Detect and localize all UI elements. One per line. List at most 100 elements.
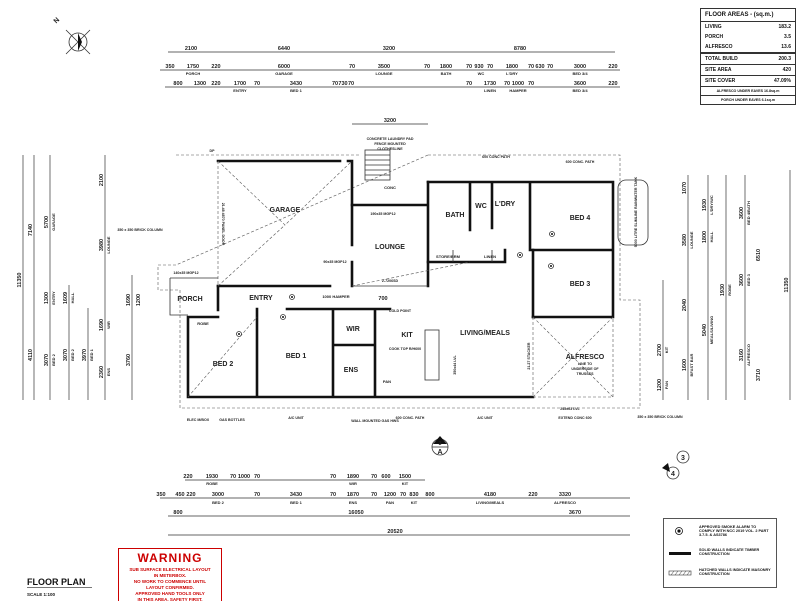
bottom-dims-row2-labels-1: BED 1 xyxy=(290,500,303,505)
top-dims-lounge-top: 3200 xyxy=(384,118,396,124)
bottom-dims-row2-13: 4180 xyxy=(484,492,496,498)
top-dims-row1-0: 350 xyxy=(165,64,174,70)
bottom-dims-row1-labels-0: ROBE xyxy=(206,481,218,486)
warning-line: LAYOUT CONFIRMED. xyxy=(146,585,194,590)
site-area-label: SITE AREA xyxy=(705,67,732,73)
annotations: CONCRETE LAUNDRY PAD FENCE MOUNTED CLOTH… xyxy=(117,137,683,423)
page-title: FLOOR PLAN xyxy=(27,577,92,588)
top-dims-row2-1: 1300 xyxy=(194,81,206,87)
left-dims-22: 3760 xyxy=(126,354,132,366)
top-dims-row1-labels-2: LOUNGE xyxy=(375,71,392,76)
right-dims-3: 1930 xyxy=(702,199,708,211)
total-value: 200.3 xyxy=(778,56,791,62)
section-markers-b1: 3 xyxy=(681,455,685,462)
rooms-robe: ROBE xyxy=(197,321,209,326)
right-dims-12: 3600 xyxy=(739,274,745,286)
rooms-alfresco-note3: TRUSSES xyxy=(577,372,595,376)
top-dims-row1-6: 70 xyxy=(424,64,430,70)
solid-wall-icon xyxy=(669,552,691,555)
walls xyxy=(169,149,649,399)
smoke-alarm-icon xyxy=(675,527,683,535)
right-dims-15: 2700 xyxy=(657,344,663,356)
notes-panel-door: 21.48 4870 PANEL DOOR xyxy=(221,203,225,246)
bottom-dims-row2-12: 800 xyxy=(425,492,434,498)
room-bed2: BED 2 xyxy=(213,361,234,368)
legend-smoke-alarm: APPROVED SMOKE ALARM TO COMPLY WITH NCC … xyxy=(699,525,769,537)
porch-eaves-note: PORCH UNDER EAVES 6.1sq.m xyxy=(720,98,776,102)
bottom-dims-row1-0: 220 xyxy=(183,474,192,480)
right-dims-25: 3710 xyxy=(756,369,762,381)
top-dims-row2-6: 70 xyxy=(332,81,338,87)
top-dims-row2-7: 730 xyxy=(338,81,347,87)
left-dims-2: 4110 xyxy=(28,349,34,361)
left-dims-20: 2360 xyxy=(99,366,105,378)
top-dims-row1-13: 630 xyxy=(535,64,544,70)
bottom-dims-row3-0: 800 xyxy=(173,510,182,516)
notes-ac2: A/C UNIT xyxy=(477,416,493,420)
top-dims-row1-9: 930 xyxy=(474,64,483,70)
bottom-dimensions: 220 1930 70 1000 70 70 1890 70 600 1500 … xyxy=(156,474,630,536)
rooms-alfresco-note2: UNDERSIDE OF xyxy=(571,367,599,371)
top-dims-row2-0: 800 xyxy=(173,81,182,87)
left-dims-17: LOUNGE xyxy=(106,236,111,253)
bottom-dims-row2-labels-2: ENS xyxy=(349,500,358,505)
top-dims-row2-3: 1700 xyxy=(234,81,246,87)
north-arrow-icon: N xyxy=(53,17,91,55)
right-dims-1: 3580 xyxy=(682,234,688,246)
right-dims-0: 1070 xyxy=(682,182,688,194)
right-dims-16: KIT xyxy=(664,346,669,353)
top-dims-row2-labels-3: HAMPER xyxy=(509,88,526,93)
bottom-dims-row2-3: 3000 xyxy=(212,492,224,498)
scale-label: SCALE 1:100 xyxy=(27,592,56,597)
floor-areas-heading: FLOOR AREAS - (sq.m.) xyxy=(701,9,795,22)
right-dims-22: MEALS/LIVING xyxy=(709,316,714,344)
right-dims-19: 1600 xyxy=(682,359,688,371)
notes-beam2: 350x44 LVL xyxy=(453,354,457,374)
top-dims-row2-5: 3430 xyxy=(290,81,302,87)
warning-heading: WARNING xyxy=(134,551,206,565)
warning-line: APPROVED HAND TOOLS ONLY xyxy=(135,591,205,596)
area-value: 13.6 xyxy=(781,44,791,50)
notes-cold-point: COLD POINT xyxy=(389,309,412,313)
bottom-dims-row1-6: 1890 xyxy=(347,474,359,480)
bottom-dims-row2-8: 70 xyxy=(371,492,377,498)
left-dims-8: BED 2 xyxy=(51,353,56,366)
bottom-dims-row2-5: 3430 xyxy=(290,492,302,498)
right-dims-18: PAN xyxy=(664,381,669,389)
right-dims-10: 1930 xyxy=(720,284,726,296)
notes-brick-col-right: 350 x 350 BRICK COLUMN xyxy=(637,415,683,419)
top-dims-row1-10: 70 xyxy=(487,64,493,70)
right-dims-23: 3160 xyxy=(739,349,745,361)
bottom-dims-row1-labels-1: WIR xyxy=(349,481,357,486)
bottom-dims-row1-labels-2: KIT xyxy=(402,481,409,486)
room-linen: LINEN xyxy=(484,254,496,259)
area-value: 3.5 xyxy=(784,34,791,40)
room-wc: WC xyxy=(475,203,487,210)
section-markers-a-num: 3 xyxy=(438,441,441,447)
top-dimensions: 2100 6440 3200 8780 350 1750 220 6000 70… xyxy=(160,46,620,125)
bottom-dims-row3-2: 3670 xyxy=(569,510,581,516)
right-dims-13: BED 3 xyxy=(746,273,751,286)
top-dims-row0-3: 8780 xyxy=(514,46,526,52)
legend-hatched-walls: HATCHED WALLS INDICATE MASONRY CONSTRUCT… xyxy=(699,568,771,576)
rooms-alfresco-note1: LINE TO xyxy=(578,362,592,366)
top-dims-row1-1: 1750 xyxy=(187,64,199,70)
notes-elec: ELEC M/BOX xyxy=(187,418,210,422)
legend: APPROVED SMOKE ALARM TO COMPLY WITH NCC … xyxy=(663,518,777,588)
top-dims-row1-3: 6000 xyxy=(278,64,290,70)
top-dims-row1-14: 70 xyxy=(547,64,553,70)
left-dims-21: ENS xyxy=(106,368,111,377)
right-dims-11: ROBE xyxy=(727,284,732,296)
notes-tank: 5000 LITRE SLIMLINE RAINWATER TANK xyxy=(634,176,638,247)
area-label: ALFRESCO xyxy=(705,44,733,50)
room-wir: WIR xyxy=(346,326,360,333)
bottom-dims-row3-1: 16050 xyxy=(348,510,363,516)
notes-gas-hws: WALL MOUNTED GAS HWS xyxy=(351,419,399,423)
warning-line: NO WORK TO COMMENCE UNTIL xyxy=(133,579,207,584)
site-area-value: 420 xyxy=(782,67,791,73)
top-dims-row1-15: 3000 xyxy=(574,64,586,70)
eaves-outline xyxy=(157,154,641,409)
notes-mgp1: 190x35 MGP12 xyxy=(370,212,395,216)
